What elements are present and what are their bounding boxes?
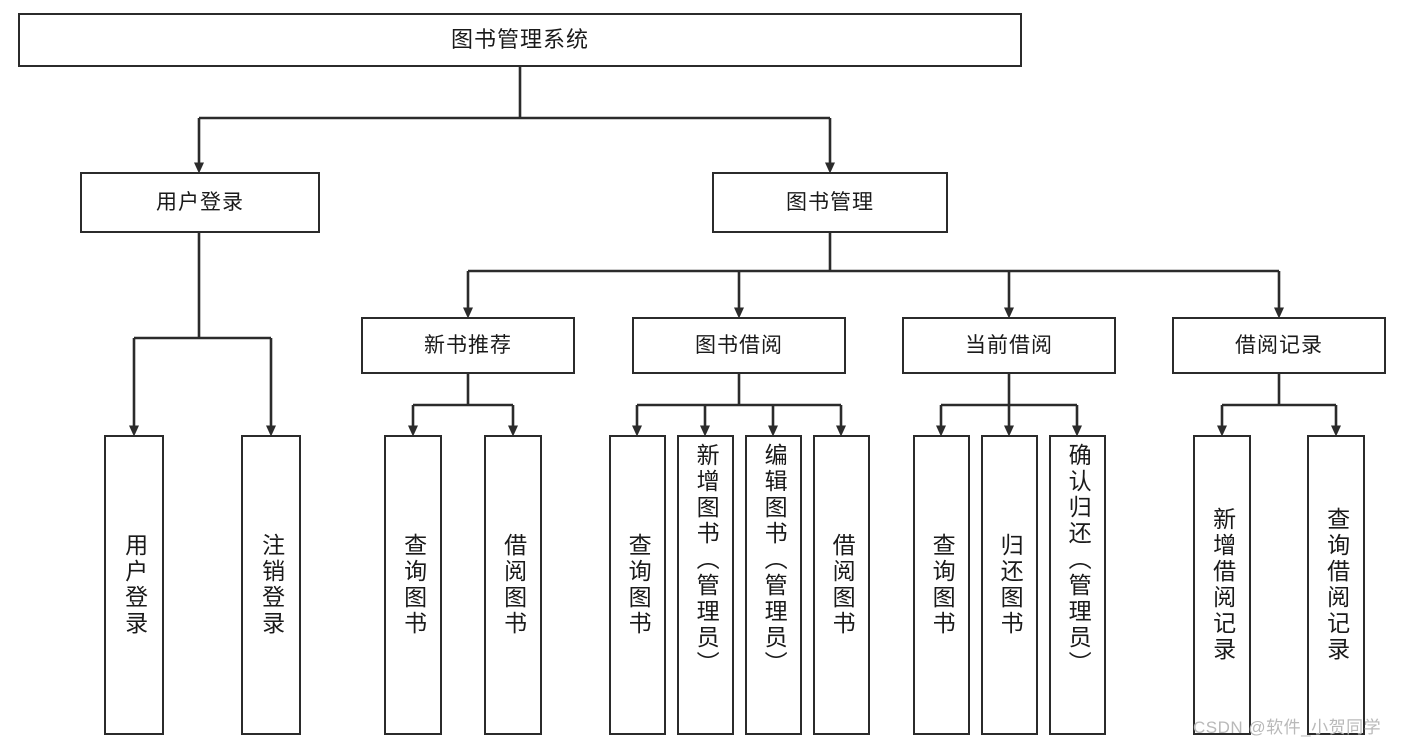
leaf-add-book-admin[interactable]: 新增图书（管理员） — [677, 435, 734, 735]
node-label: 编辑图书（管理员） — [761, 443, 788, 677]
node-label: 图书管理 — [786, 190, 874, 214]
leaf-confirm-return-admin[interactable]: 确认归还（管理员） — [1049, 435, 1106, 735]
node-label: 用户登录 — [156, 190, 244, 214]
node-label: 借阅记录 — [1235, 333, 1323, 357]
node-user-login[interactable]: 用户登录 — [80, 172, 320, 233]
leaf-borrow-book[interactable]: 借阅图书 — [813, 435, 870, 735]
node-book-borrow[interactable]: 图书借阅 — [632, 317, 846, 374]
node-new-book-recommend[interactable]: 新书推荐 — [361, 317, 575, 374]
leaf-logout-login[interactable]: 注销登录 — [241, 435, 301, 735]
node-label: 图书借阅 — [695, 333, 783, 357]
leaf-edit-book-admin[interactable]: 编辑图书（管理员） — [745, 435, 802, 735]
node-label: 查询借阅记录 — [1323, 507, 1350, 663]
node-current-borrow[interactable]: 当前借阅 — [902, 317, 1116, 374]
watermark-text: CSDN @软件_小贺同学 — [1193, 718, 1382, 737]
node-borrow-record[interactable]: 借阅记录 — [1172, 317, 1386, 374]
node-label: 确认归还（管理员） — [1065, 443, 1092, 677]
node-label: 用户登录 — [121, 533, 148, 637]
leaf-query-book-current[interactable]: 查询图书 — [913, 435, 970, 735]
node-label: 新增图书（管理员） — [693, 443, 720, 677]
node-label: 当前借阅 — [965, 333, 1053, 357]
node-book-management[interactable]: 图书管理 — [712, 172, 948, 233]
node-label: 新书推荐 — [424, 333, 512, 357]
node-label: 借阅图书 — [829, 533, 856, 637]
leaf-borrow-book-recommend[interactable]: 借阅图书 — [484, 435, 542, 735]
leaf-user-login[interactable]: 用户登录 — [104, 435, 164, 735]
node-label: 查询图书 — [400, 533, 427, 637]
node-label: 图书管理系统 — [450, 26, 589, 52]
leaf-return-book[interactable]: 归还图书 — [981, 435, 1038, 735]
node-label: 新增借阅记录 — [1209, 507, 1236, 663]
node-label: 查询图书 — [625, 533, 652, 637]
node-label: 归还图书 — [997, 533, 1024, 637]
leaf-query-book-recommend[interactable]: 查询图书 — [384, 435, 442, 735]
leaf-query-borrow-record[interactable]: 查询借阅记录 — [1307, 435, 1365, 735]
leaf-query-book-borrow[interactable]: 查询图书 — [609, 435, 666, 735]
leaf-add-borrow-record[interactable]: 新增借阅记录 — [1193, 435, 1251, 735]
node-label: 借阅图书 — [500, 533, 527, 637]
node-root-book-management-system[interactable]: 图书管理系统 — [18, 13, 1022, 67]
node-label: 注销登录 — [258, 533, 285, 637]
node-label: 查询图书 — [929, 533, 956, 637]
csdn-watermark: CSDN @软件_小贺同学 — [1193, 713, 1381, 738]
